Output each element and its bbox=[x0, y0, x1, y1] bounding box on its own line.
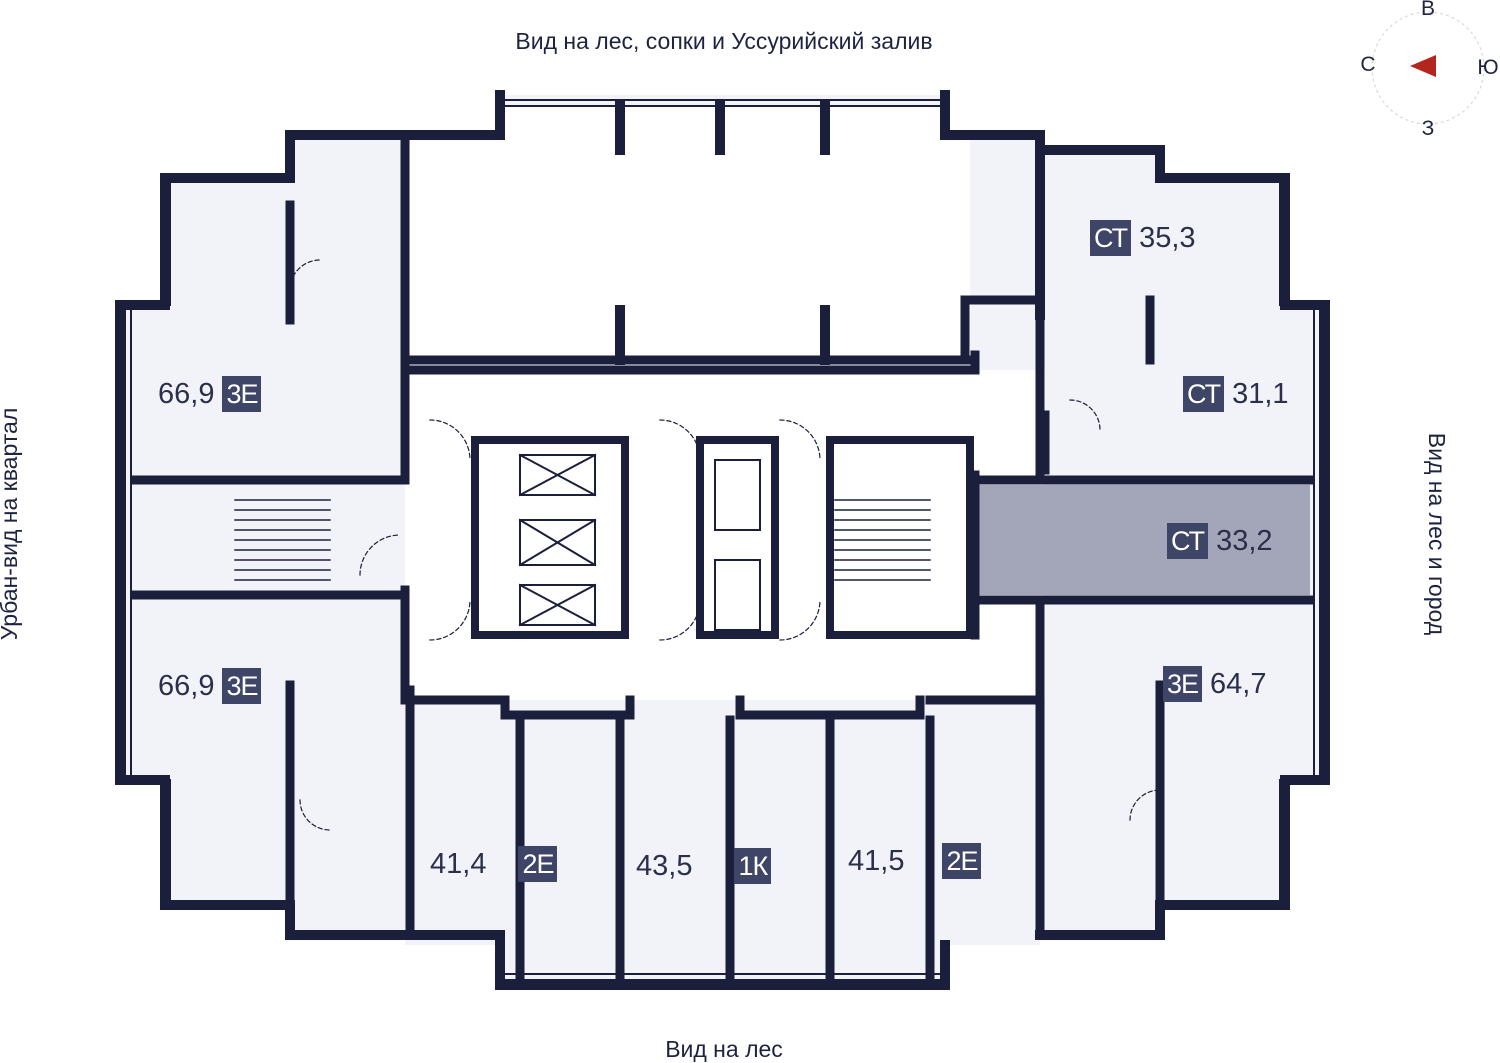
apartment-area: 41,4 bbox=[430, 847, 487, 880]
compass bbox=[1371, 11, 1485, 125]
compass-north-label: С bbox=[1360, 53, 1376, 76]
view-label-left: Урбан-вид на квартал bbox=[0, 407, 22, 641]
apartment-type-badge: 3Е bbox=[1163, 666, 1203, 702]
apartment-ct-35[interactable]: СТ 35,3 bbox=[1090, 220, 1196, 256]
compass-south-label: Ю bbox=[1477, 56, 1499, 79]
apartment-3e-64[interactable]: 3Е 64,7 bbox=[1163, 666, 1266, 702]
apartment-2e-41-5[interactable]: 41,5 2Е bbox=[848, 843, 982, 879]
apartment-ct-33[interactable]: СТ 33,2 bbox=[1167, 523, 1273, 559]
view-label-top: Вид на лес, сопки и Уссурийский залив bbox=[515, 28, 933, 54]
apartment-type-badge: 3Е bbox=[222, 668, 262, 704]
walls bbox=[115, 90, 1330, 990]
apartment-type-badge: СТ bbox=[1167, 523, 1209, 559]
apartment-area: 35,3 bbox=[1139, 221, 1196, 254]
apartment-2e-41-4[interactable]: 41,4 2Е bbox=[430, 846, 558, 882]
apartment-ct-33-highlight[interactable] bbox=[975, 485, 1310, 595]
apartment-type-badge: СТ bbox=[1090, 220, 1132, 256]
apartment-area: 43,5 bbox=[636, 849, 693, 882]
compass-west-label: З bbox=[1421, 117, 1435, 140]
compass-east-label: В bbox=[1420, 0, 1435, 20]
apartment-type-badge: 2Е bbox=[942, 843, 982, 879]
compass-arrow-icon bbox=[1410, 55, 1436, 77]
apartment-area: 33,2 bbox=[1216, 524, 1273, 557]
apartment-type-badge: 2Е bbox=[518, 846, 558, 882]
apartment-ct-31[interactable]: СТ 31,1 bbox=[1183, 376, 1289, 412]
apartment-area: 31,1 bbox=[1232, 377, 1289, 410]
apartment-area: 64,7 bbox=[1210, 667, 1267, 700]
view-label-right: Вид на лес и город bbox=[1424, 432, 1450, 636]
building-footprint bbox=[120, 95, 1325, 985]
apartment-area: 66,9 bbox=[158, 377, 215, 410]
apartment-type-badge: СТ bbox=[1183, 376, 1225, 412]
view-label-bottom: Вид на лес bbox=[665, 1036, 783, 1062]
apartment-1k-43[interactable]: 43,5 1К bbox=[636, 848, 772, 884]
apartment-area: 66,9 bbox=[158, 669, 215, 702]
apartment-area: 41,5 bbox=[848, 844, 905, 877]
apartment-type-badge: 1К bbox=[734, 848, 772, 884]
apartment-type-badge: 3Е bbox=[222, 376, 262, 412]
apartment-3e-66-top[interactable]: 66,9 3Е bbox=[158, 376, 262, 412]
apartment-3e-66-bottom[interactable]: 66,9 3Е bbox=[158, 668, 262, 704]
